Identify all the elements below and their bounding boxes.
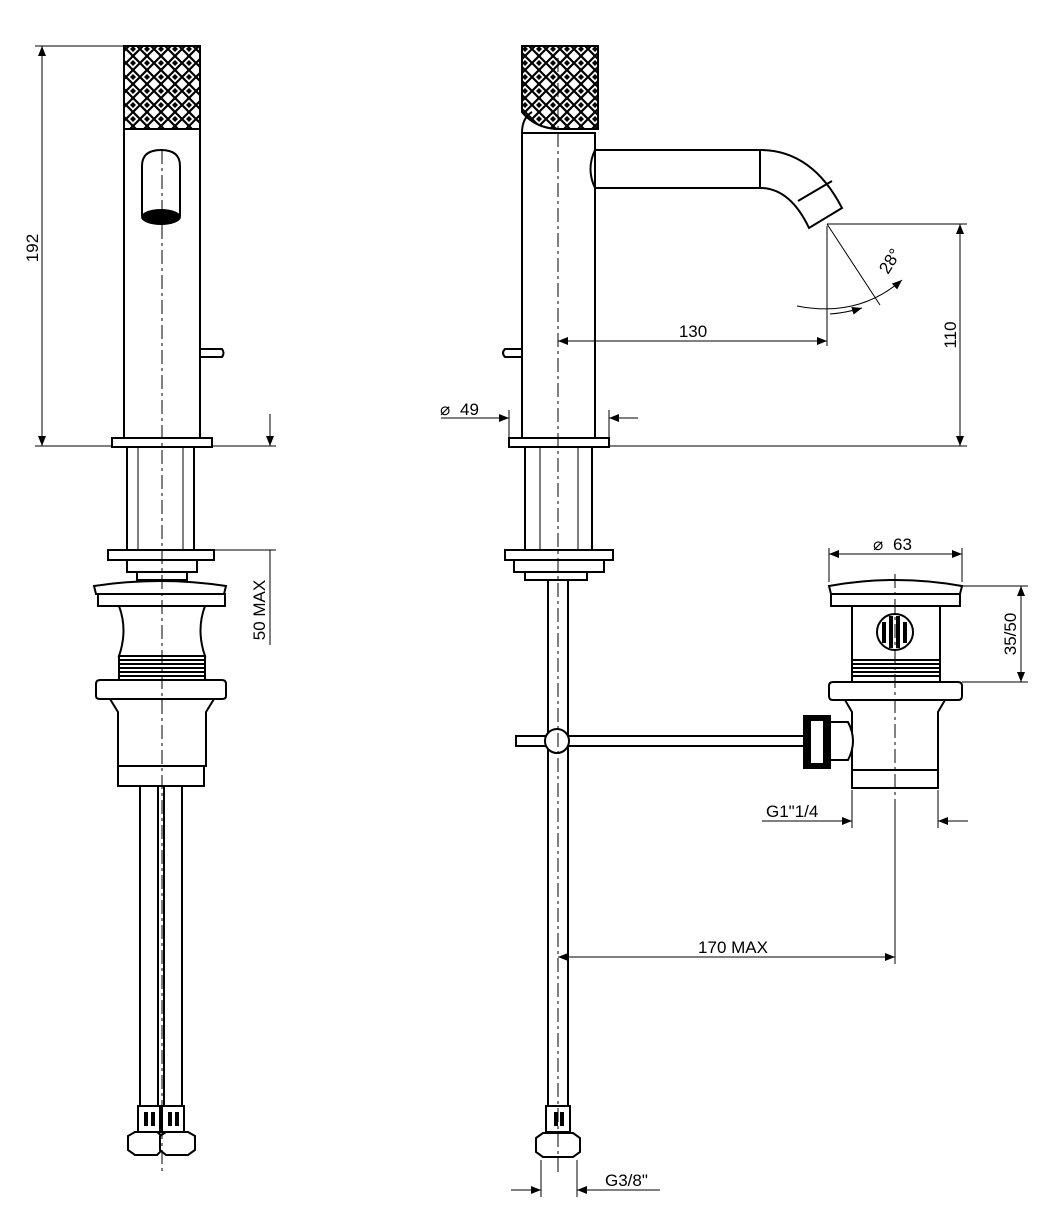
front-hose-right xyxy=(163,785,183,1107)
side-handle-knurl xyxy=(521,45,599,130)
dim-height-110: 110 xyxy=(609,223,967,447)
side-base-plate xyxy=(508,437,610,448)
dim-diameter-63: ⌀ 63 xyxy=(828,535,963,582)
dim-63-label: 63 xyxy=(893,535,912,554)
dim-g3-8-label: G3/8" xyxy=(605,1171,648,1190)
front-hose-left xyxy=(139,785,159,1107)
front-aerator xyxy=(141,209,181,225)
front-washer xyxy=(107,549,215,561)
dim-reach-130: 130 xyxy=(558,226,828,346)
front-lock-nut xyxy=(95,679,227,700)
front-shank xyxy=(126,446,195,551)
dim-waste-thread: G1"1/4 xyxy=(762,790,968,828)
dim-49-label: 49 xyxy=(460,400,479,419)
side-popup-lever xyxy=(502,348,522,358)
front-popup-lever xyxy=(200,348,225,358)
front-tailpiece xyxy=(117,765,205,787)
side-linkage-clamp xyxy=(544,728,570,754)
dim-g1-1-4-label: G1"1/4 xyxy=(766,802,818,821)
front-spout-opening xyxy=(141,148,181,216)
dim-130-label: 130 xyxy=(679,322,707,341)
dim-50max-label: 50 MAX xyxy=(250,580,269,640)
side-spout xyxy=(594,149,844,230)
dim-192-label: 192 xyxy=(23,234,42,262)
dim-under-deck: 50 MAX xyxy=(212,414,276,645)
dim-35-50-label: 35/50 xyxy=(1001,613,1020,656)
front-hose-nut-left xyxy=(127,1131,163,1156)
dim-110-label: 110 xyxy=(941,321,960,348)
side-nut xyxy=(513,559,605,573)
side-view xyxy=(502,45,844,1175)
front-handle-knurl xyxy=(123,45,201,130)
front-waste-cap xyxy=(92,580,228,595)
dim-height-192: 192 xyxy=(23,45,124,447)
side-washer xyxy=(504,549,614,561)
dim-28-label: 28° xyxy=(875,245,905,277)
dim-170max-label: 170 MAX xyxy=(698,938,768,957)
dim-angle-28: 28° xyxy=(796,223,905,315)
dim-rod-170: 170 MAX xyxy=(558,800,896,964)
diameter-49-symbol: ⌀ xyxy=(440,400,450,419)
front-view xyxy=(92,45,228,1175)
waste-assembly xyxy=(803,574,964,800)
dim-waste-height: 35/50 xyxy=(962,585,1028,683)
front-hose-nut-right xyxy=(159,1131,196,1156)
diameter-63-symbol: ⌀ xyxy=(873,535,883,554)
waste-lock-nut xyxy=(828,681,963,701)
dim-hose-thread: G3/8" xyxy=(511,1160,660,1197)
dim-diameter-49: ⌀ 49 xyxy=(440,400,638,446)
